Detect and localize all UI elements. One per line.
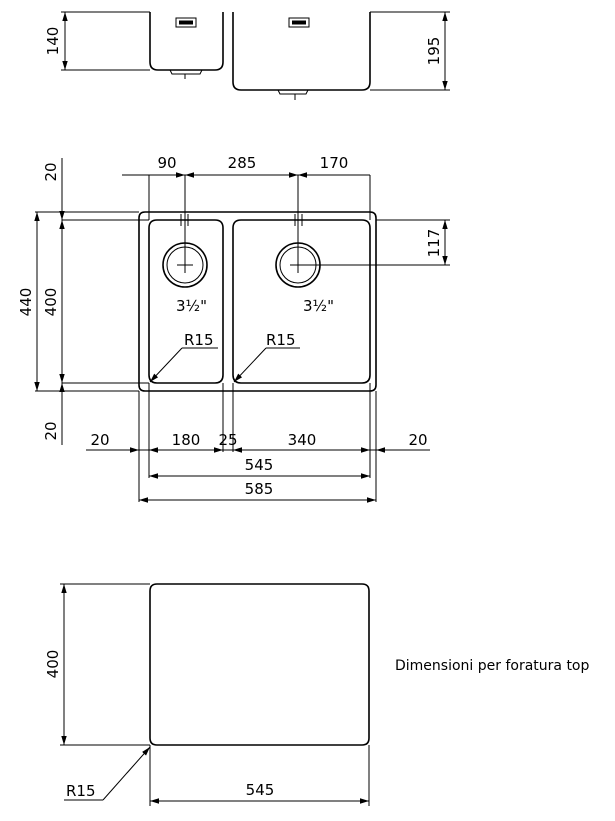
dim-right-offset: 170 xyxy=(320,154,349,172)
dim-depth-large: 195 xyxy=(425,37,443,66)
left-bowl xyxy=(148,219,224,384)
dim-depth-small: 140 xyxy=(44,27,62,56)
dim-bowl-left: 180 xyxy=(172,431,201,449)
cutout-outline xyxy=(149,583,370,746)
dim-cutout-height: 400 xyxy=(44,650,62,679)
dim-left-offset: 90 xyxy=(157,154,176,172)
side-view: 140 195 xyxy=(44,11,450,100)
cutout-radius: R15 xyxy=(66,782,96,800)
dim-margin-right: 20 xyxy=(408,431,427,449)
dim-outer-width: 585 xyxy=(245,480,274,498)
small-bowl-logo-plate xyxy=(175,17,197,28)
dim-top-margin: 20 xyxy=(42,162,60,181)
cutout-caption: Dimensioni per foratura top xyxy=(395,658,589,674)
drain-size-right: 3½" xyxy=(303,297,334,315)
dim-bowl-right: 340 xyxy=(288,431,317,449)
small-bowl-drain xyxy=(169,69,203,79)
radius-left: R15 xyxy=(184,331,214,349)
dim-drain-spacing: 285 xyxy=(228,154,257,172)
dim-inner-width: 545 xyxy=(245,456,274,474)
large-bowl-logo-plate xyxy=(288,17,310,28)
cutout-view: 400 545 R15 Dimensioni per foratura top xyxy=(44,583,589,806)
large-bowl-profile xyxy=(232,12,371,91)
large-bowl-drain xyxy=(277,89,309,100)
radius-right: R15 xyxy=(266,331,296,349)
dim-divider: 25 xyxy=(218,431,237,449)
dim-bowl-height: 400 xyxy=(42,288,60,317)
dim-margin-left: 20 xyxy=(90,431,109,449)
plan-view: 3½" 3½" 90 285 170 117 xyxy=(17,154,450,503)
dim-total-height: 440 xyxy=(17,288,35,317)
dim-bottom-margin: 20 xyxy=(42,421,60,440)
dim-cutout-width: 545 xyxy=(246,781,275,799)
drain-size-left: 3½" xyxy=(176,297,207,315)
small-bowl-profile xyxy=(149,12,224,71)
dim-drain-depth: 117 xyxy=(425,229,443,258)
right-bowl xyxy=(232,219,371,384)
outer-flange xyxy=(138,211,377,392)
